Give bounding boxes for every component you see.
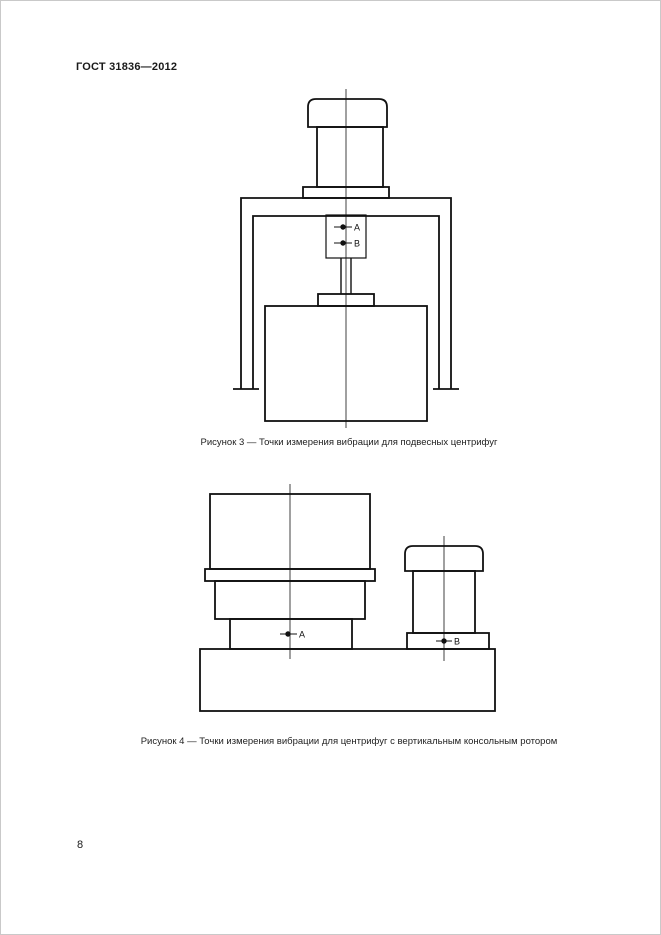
point-a-label: А	[354, 223, 360, 233]
figure-3-diagram: А В	[233, 89, 459, 428]
point-a-marker-icon	[340, 224, 346, 230]
figure-3-bearing-housing	[325, 214, 367, 259]
figure-4-measurement-point-b: В	[436, 637, 460, 647]
point-a-label: А	[299, 630, 305, 640]
document-header-title: ГОСТ 31836—2012	[76, 61, 178, 73]
figure-3-drive-shaft	[340, 258, 352, 294]
point-b-marker-icon	[340, 240, 346, 246]
figure-4-measurement-point-a: А	[280, 630, 305, 640]
figure-3-rotor-drum	[264, 305, 428, 422]
figure-4-caption: Рисунок 4 — Точки измерения вибрации для…	[140, 736, 558, 747]
motor-cap	[404, 545, 484, 572]
motor-cap	[307, 98, 388, 128]
point-b-label: В	[454, 637, 460, 647]
point-a-marker-icon	[285, 631, 291, 637]
motor-body	[316, 126, 384, 188]
figure-3-caption: Рисунок 3 — Точки измерения вибрации для…	[200, 437, 498, 448]
figure-3-measurement-point-a: А	[334, 223, 360, 233]
page-number: 8	[77, 839, 84, 851]
figure-4-base-plate	[199, 648, 496, 712]
frame-outer	[240, 197, 452, 389]
point-b-marker-icon	[441, 638, 447, 644]
figure-4-rotor-assembly	[204, 493, 376, 650]
point-b-label: В	[354, 239, 360, 249]
figure-4-diagram: А В	[199, 484, 496, 712]
figure-4-motor-assembly	[404, 545, 490, 650]
figure-3-measurement-point-b: В	[334, 239, 360, 249]
frame-inner	[252, 215, 440, 389]
figure-3-suspension-frame	[233, 197, 459, 390]
